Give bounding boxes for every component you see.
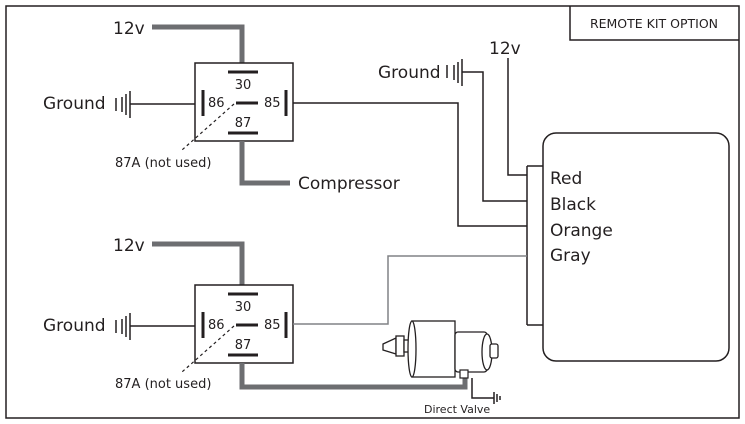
- relay-2-pin-85: 85: [264, 318, 281, 333]
- remote-module-body: [542, 132, 730, 362]
- relay-1-output-label: Compressor: [298, 174, 400, 194]
- relay-2-pin-30: 30: [235, 300, 252, 315]
- relay-2-pin-87: 87: [235, 338, 252, 353]
- relay-2-supply-label: 12v: [113, 236, 145, 256]
- relay-2-ground-label: Ground: [43, 316, 106, 336]
- direct-valve: Direct Valve: [382, 320, 501, 416]
- diagram-frame: [5, 5, 740, 419]
- module-ground-icon: [453, 59, 463, 86]
- wire-label-black: Black: [550, 195, 596, 215]
- valve-nozzle-icon: [382, 336, 397, 355]
- relay-2-87a-label: 87A (not used): [115, 377, 211, 392]
- module-supply-wire: [507, 58, 527, 176]
- diagram-title: REMOTE KIT OPTION: [590, 16, 718, 31]
- module-ground-wire: [462, 71, 527, 202]
- relay-1-trigger-wire: [293, 102, 527, 227]
- relay-1-output-wire: [239, 141, 290, 186]
- relay-1-pin-30: 30: [235, 78, 252, 93]
- relay-1-ground-icon: [121, 91, 195, 118]
- relay-2-output-wire: [239, 363, 468, 390]
- wire-label-red: Red: [550, 169, 582, 189]
- relay-1-ground-label: Ground: [43, 94, 106, 114]
- relay-2-supply-wire: [152, 241, 245, 285]
- wire-label-orange: Orange: [550, 221, 613, 241]
- relay-1-87a-label: 87A (not used): [115, 156, 211, 171]
- wire-label-gray: Gray: [550, 246, 591, 266]
- relay-2: 12v 30 86 85 87 Ground 87A (not used): [43, 236, 468, 392]
- title-box: REMOTE KIT OPTION: [569, 6, 739, 41]
- module-ground-label: Ground: [378, 63, 441, 83]
- relay-2-pin-86: 86: [208, 318, 225, 333]
- relay-1-supply-wire: [152, 24, 245, 63]
- valve-ground-icon: [493, 392, 501, 404]
- ground-label-ticks: [115, 65, 448, 333]
- relay-1-pin-87: 87: [235, 116, 252, 131]
- relay-1-pin-85: 85: [264, 96, 281, 111]
- relay-1-supply-label: 12v: [113, 19, 145, 39]
- relay-1: 12v 30 86 85 87 Ground 87A (not used) Co…: [43, 19, 400, 194]
- valve-ground-wire: [471, 378, 494, 399]
- remote-module: 12v Ground Red Black Orange Gray: [293, 39, 730, 362]
- relay-1-pin-86: 86: [208, 96, 225, 111]
- relay-2-trigger-wire: [293, 255, 527, 325]
- valve-label: Direct Valve: [424, 403, 490, 416]
- relay-2-ground-icon: [121, 313, 195, 340]
- valve-body-icon: [411, 320, 456, 378]
- module-supply-label: 12v: [489, 39, 521, 59]
